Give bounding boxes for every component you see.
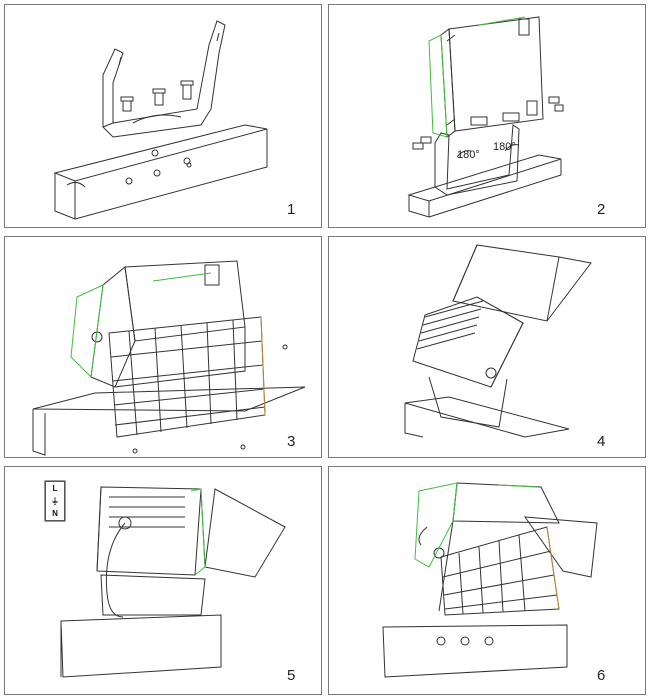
step-1-panel: 1 — [4, 4, 322, 228]
rotation-angle-left: 180° — [457, 149, 480, 161]
step-2-illustration — [407, 16, 564, 218]
terminal-label-l: L — [52, 484, 58, 493]
step-3-panel: 3 — [4, 236, 322, 458]
step-number: 4 — [597, 433, 606, 450]
step-3-illustration — [32, 260, 306, 456]
step-number: 5 — [287, 667, 296, 684]
step-number: 1 — [287, 201, 296, 218]
rotation-angle-right: 180° — [493, 141, 516, 153]
step-number: 6 — [597, 667, 606, 684]
step-4-illustration — [404, 244, 592, 438]
terminal-block: L ⏚ N — [45, 481, 65, 521]
step-2-panel: 180° 180° 2 — [328, 4, 646, 228]
terminal-label-n: N — [52, 509, 58, 518]
ground-icon: ⏚ — [51, 497, 59, 506]
step-number: 3 — [287, 433, 296, 450]
step-4-panel: 4 — [328, 236, 646, 458]
step-1-illustration — [53, 20, 268, 220]
step-5-panel: L ⏚ N 5 — [4, 466, 322, 695]
step-6-illustration — [382, 482, 598, 678]
step-6-panel: 6 — [328, 466, 646, 695]
step-number: 2 — [597, 201, 606, 218]
